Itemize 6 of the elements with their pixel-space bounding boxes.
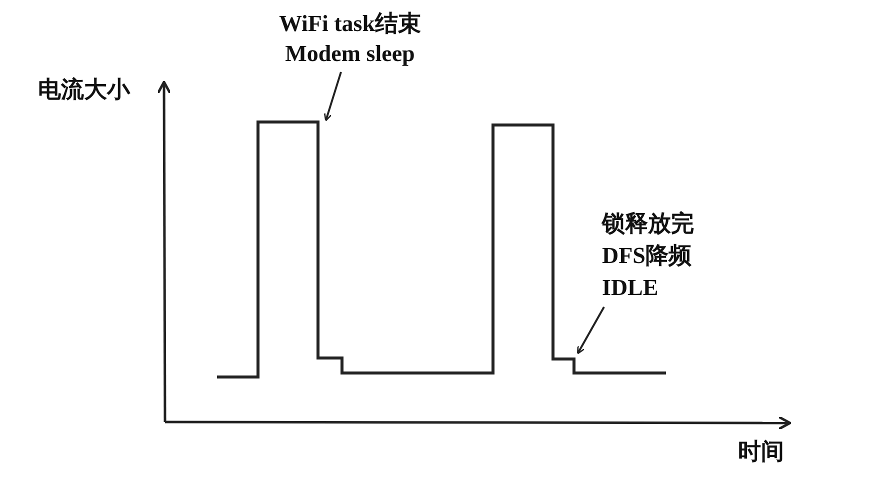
- leader-arrow: [576, 306, 605, 354]
- annotation-text: WiFi task结束 Modem sleep: [250, 9, 450, 69]
- axis-label: 电流大小: [38, 76, 130, 104]
- leader-arrow: [324, 72, 342, 122]
- annotation-text: 锁释放完 DFS降频 IDLE: [602, 208, 722, 304]
- axis-label: 时间: [738, 438, 784, 466]
